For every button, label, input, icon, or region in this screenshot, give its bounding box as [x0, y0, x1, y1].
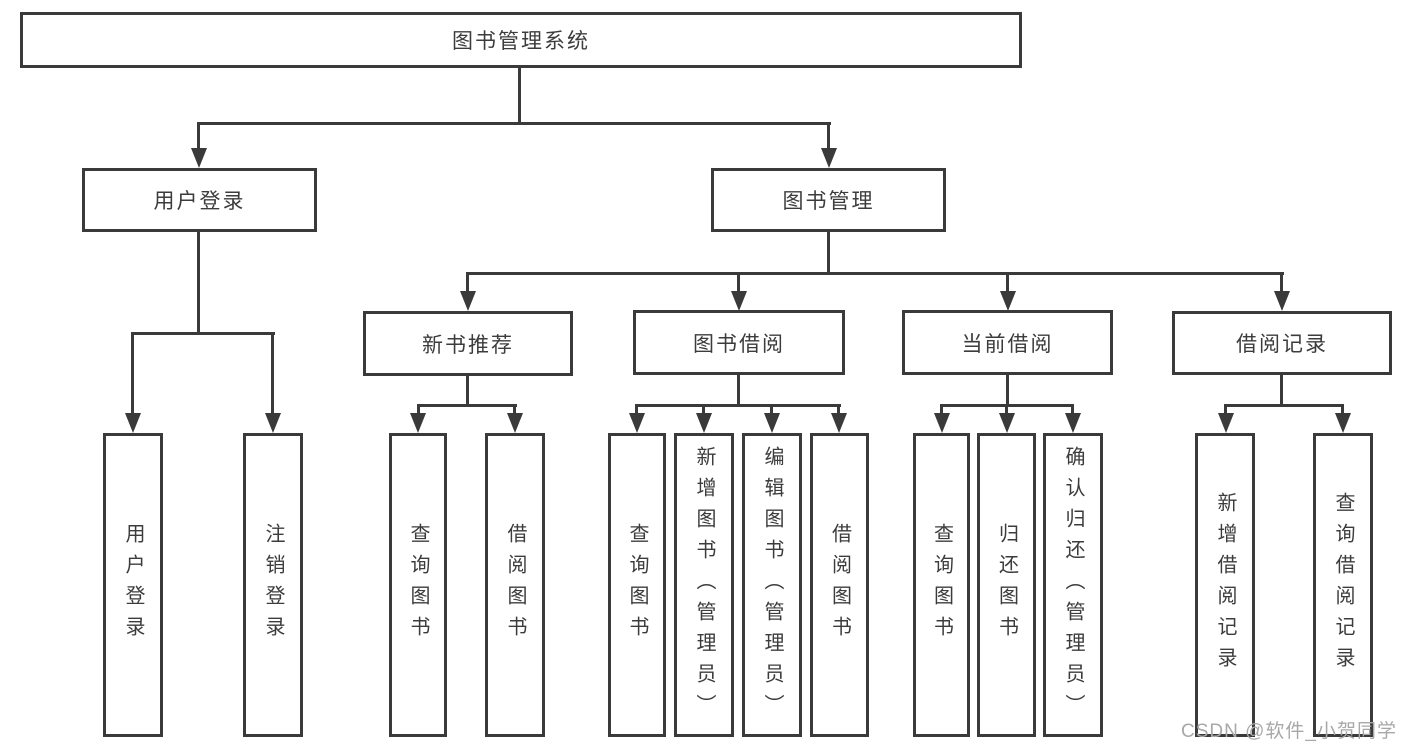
node-user-login: 用户登录 [82, 168, 317, 232]
arrow-down-icon [1000, 291, 1016, 311]
leaf-label: 注销登录 [262, 523, 284, 647]
leaf-label: 确认归还（管理员） [1062, 445, 1084, 725]
connector-line [940, 404, 943, 415]
connector-line [131, 332, 134, 415]
node-borrow-books-borrowing: 借阅图书 [810, 433, 869, 737]
connector-line [827, 122, 830, 150]
connector-line [466, 376, 469, 406]
connector-line [770, 404, 773, 415]
node-root: 图书管理系统 [20, 12, 1022, 68]
connector-line [737, 375, 740, 406]
connector-line [1005, 404, 1008, 415]
node-user-login-leaf: 用户登录 [103, 433, 163, 737]
connector-line [737, 272, 740, 293]
connector-line [197, 232, 200, 335]
connector-line [837, 404, 840, 415]
arrow-down-icon [410, 413, 426, 433]
arrow-down-icon [696, 413, 712, 433]
node-current-borrowing: 当前借阅 [902, 310, 1113, 375]
connector-line [827, 232, 830, 275]
leaf-label: 编辑图书（管理员） [761, 445, 783, 725]
connector-line [417, 404, 420, 415]
leaf-label: 新增图书（管理员） [693, 445, 715, 725]
connector-line [1006, 272, 1009, 293]
leaf-label: 查询图书 [407, 523, 429, 647]
connector-line [271, 332, 274, 415]
leaf-label: 借阅图书 [828, 523, 851, 647]
connector-line [466, 272, 469, 293]
arrow-down-icon [265, 413, 281, 433]
arrow-down-icon [460, 291, 476, 311]
connector-line [197, 122, 200, 150]
node-book-management: 图书管理 [711, 168, 946, 232]
connector-line [1006, 375, 1009, 406]
connector-line [513, 404, 516, 415]
arrow-down-icon [507, 413, 523, 433]
connector-line [635, 404, 638, 415]
leaf-label: 查询图书 [626, 523, 648, 647]
connector-line [1280, 272, 1283, 293]
node-query-borrow-record: 查询借阅记录 [1313, 433, 1373, 737]
connector-line [518, 68, 521, 124]
node-return-books: 归还图书 [977, 433, 1036, 737]
connector-line [131, 332, 275, 335]
node-query-books-borrowing: 查询图书 [608, 433, 666, 737]
node-add-borrow-record: 新增借阅记录 [1195, 433, 1255, 737]
leaf-label: 借阅图书 [504, 523, 526, 647]
arrow-down-icon [764, 413, 780, 433]
node-book-borrowing: 图书借阅 [633, 310, 845, 375]
arrow-down-icon [125, 413, 141, 433]
connector-line [197, 122, 831, 125]
connector-line [702, 404, 705, 415]
arrow-down-icon [191, 148, 207, 168]
leaf-label: 查询图书 [930, 523, 953, 647]
arrow-down-icon [731, 291, 747, 311]
node-new-book-recommend: 新书推荐 [363, 311, 573, 376]
arrow-down-icon [831, 413, 847, 433]
node-query-books-recommend: 查询图书 [389, 433, 447, 737]
leaf-label: 用户登录 [122, 523, 144, 647]
connector-line [1280, 375, 1283, 406]
leaf-label: 归还图书 [995, 523, 1018, 647]
node-add-book-admin: 新增图书（管理员） [674, 433, 734, 737]
arrow-down-icon [1335, 413, 1351, 433]
connector-line [1224, 404, 1344, 407]
arrow-down-icon [999, 413, 1015, 433]
connector-line [466, 272, 1284, 275]
connector-line [417, 404, 517, 407]
connector-line [1341, 404, 1344, 415]
node-confirm-return-admin: 确认归还（管理员） [1043, 433, 1103, 737]
arrow-down-icon [934, 413, 950, 433]
arrow-down-icon [1274, 291, 1290, 311]
node-borrow-books-recommend: 借阅图书 [485, 433, 545, 737]
arrow-down-icon [1218, 413, 1234, 433]
arrow-down-icon [821, 148, 837, 168]
arrow-down-icon [1065, 413, 1081, 433]
arrow-down-icon [629, 413, 645, 433]
connector-line [1071, 404, 1074, 415]
node-query-books-current: 查询图书 [913, 433, 970, 737]
connector-line [635, 404, 841, 407]
leaf-label: 查询借阅记录 [1332, 492, 1354, 678]
node-logout: 注销登录 [243, 433, 303, 737]
connector-line [1224, 404, 1227, 415]
node-borrowing-records: 借阅记录 [1172, 311, 1392, 375]
watermark: CSDN @软件_小贺同学 [1181, 721, 1397, 742]
node-edit-book-admin: 编辑图书（管理员） [742, 433, 802, 737]
leaf-label: 新增借阅记录 [1214, 492, 1236, 678]
